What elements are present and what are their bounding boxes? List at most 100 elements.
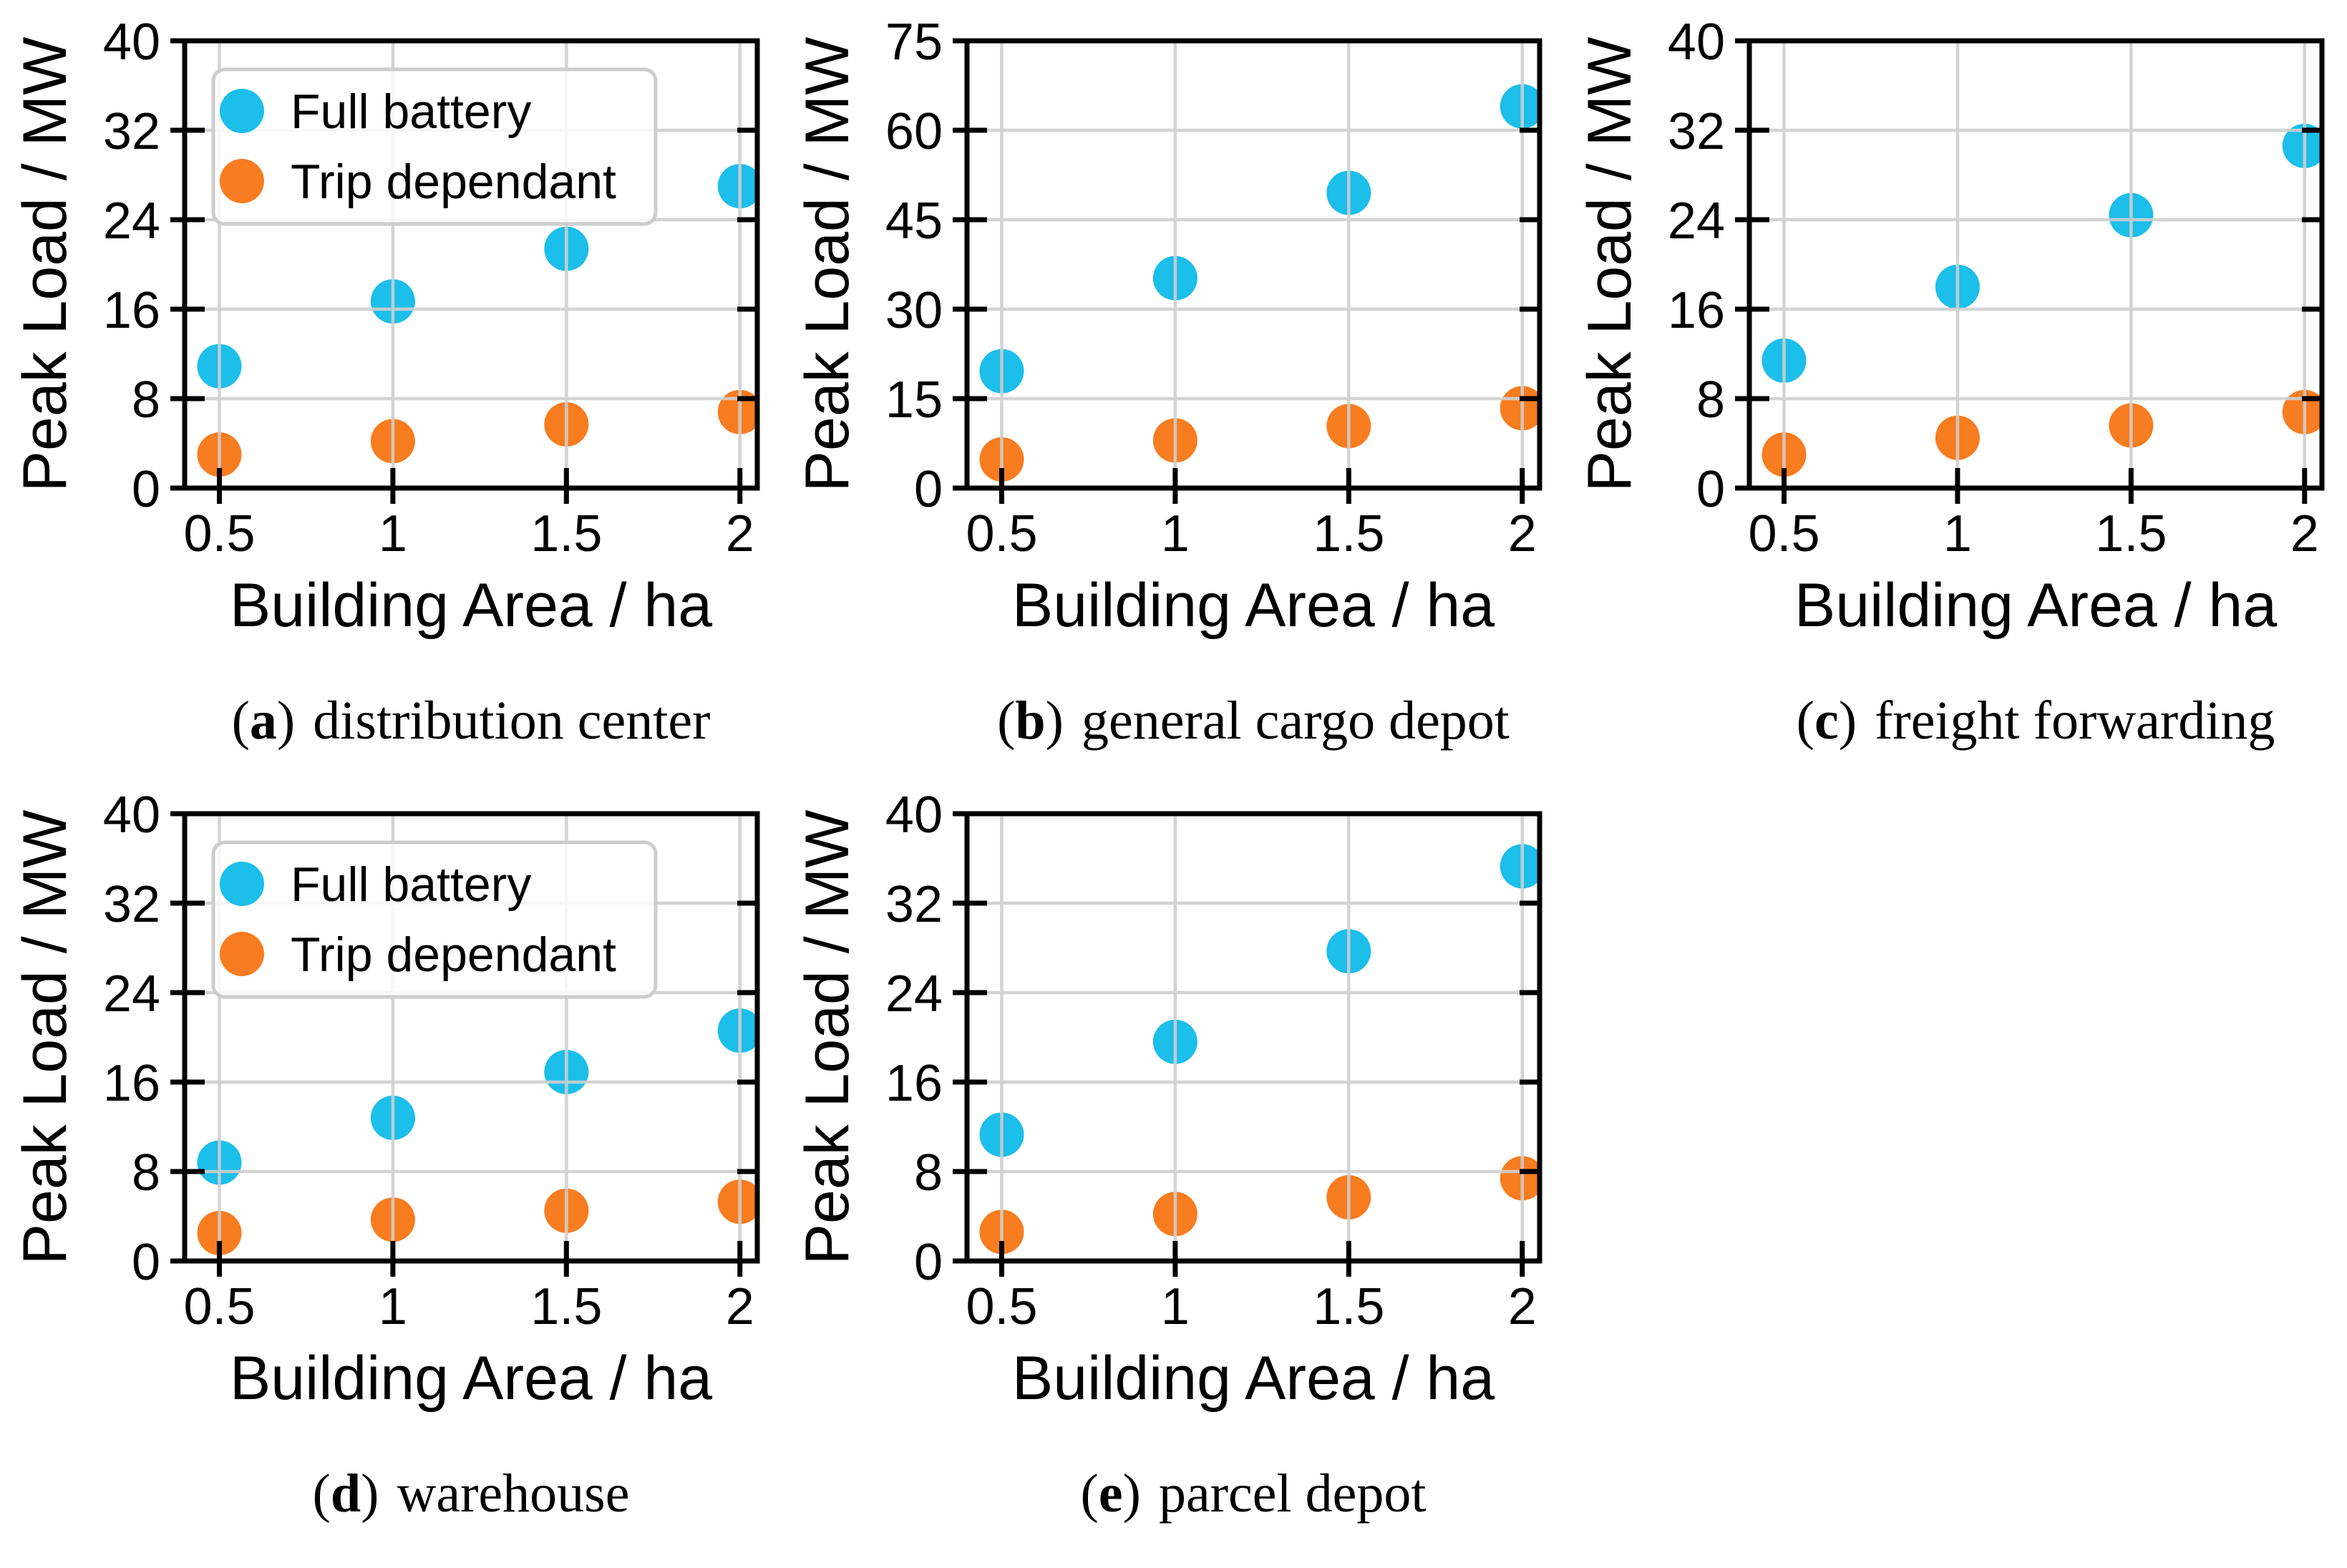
y-tick-label: 8	[914, 1144, 943, 1202]
x-axis-label: Building Area / ha	[1012, 1344, 1495, 1413]
y-tick-label: 0	[914, 461, 943, 518]
data-point-icon	[717, 1008, 757, 1053]
y-tick-label: 16	[1668, 282, 1725, 339]
y-axis-label: Peak Load / MW	[793, 810, 862, 1265]
y-tick-label: 15	[885, 371, 943, 429]
series-full-battery	[197, 1008, 757, 1185]
y-tick-label: 60	[885, 103, 943, 160]
caption-tag-a: (a)	[232, 690, 296, 752]
caption-tag-b: (b)	[997, 690, 1064, 752]
plot-frame	[182, 811, 760, 1264]
y-tick-label: 32	[885, 876, 943, 933]
caption-paren-open: (	[231, 690, 250, 751]
plot-frame	[182, 38, 760, 491]
data-point-icon	[717, 1179, 757, 1224]
data-points	[197, 1008, 757, 1255]
caption-paren-open: (	[997, 690, 1016, 751]
y-axis-label: Peak Load / MW	[11, 810, 79, 1265]
x-tick-label: 0.5	[966, 505, 1037, 563]
data-points	[979, 844, 1540, 1255]
caption-tag-d: (d)	[313, 1463, 379, 1525]
x-tick-label: 2	[726, 1278, 754, 1335]
caption-e: (e) parcel depot	[967, 1422, 1540, 1565]
legend-label: Full battery	[291, 84, 531, 139]
y-tick-label: 24	[885, 965, 943, 1023]
y-tick-label: 40	[885, 792, 943, 844]
y-tick-label: 24	[1668, 193, 1725, 250]
legend-box	[211, 67, 658, 226]
caption-letter-b: b	[1015, 690, 1046, 751]
legend-label: Trip dependant	[291, 155, 616, 209]
legend-marker-icon	[220, 159, 264, 203]
y-axis-label: Peak Load / MW	[1575, 37, 1644, 492]
x-axis-label: Building Area / ha	[1794, 571, 2277, 640]
tick-marks	[953, 38, 1540, 504]
caption-letter-c: c	[1814, 690, 1839, 751]
y-tick-label: 16	[103, 282, 160, 339]
y-tick-label: 32	[103, 876, 160, 933]
caption-title-b: general cargo depot	[1082, 690, 1510, 751]
y-axis-label: Peak Load / MW	[793, 37, 862, 492]
x-axis-label: Building Area / ha	[1012, 571, 1495, 640]
y-tick-label: 16	[103, 1055, 160, 1112]
y-tick-label: 30	[885, 282, 943, 339]
series-trip-dependant	[979, 386, 1540, 482]
x-tick-label: 0.5	[1748, 505, 1819, 563]
caption-c: (c) freight forwarding	[1749, 649, 2322, 792]
x-tick-label: 1.5	[2095, 505, 2167, 563]
tick-marks	[1735, 38, 2322, 504]
caption-paren-close: )	[361, 1463, 379, 1524]
data-point-icon	[717, 164, 757, 209]
caption-tag-e: (e)	[1081, 1463, 1141, 1525]
gridlines	[967, 39, 1540, 490]
x-tick-label: 1	[379, 1278, 407, 1335]
x-tick-label: 0.5	[183, 505, 255, 563]
data-points	[979, 84, 1540, 482]
data-point-icon	[1500, 844, 1540, 889]
plot-frame	[964, 38, 1542, 491]
y-tick-label: 45	[885, 193, 943, 250]
plot-frame	[1746, 38, 2325, 491]
data-point-icon	[1500, 84, 1540, 129]
caption-d: (d) warehouse	[185, 1422, 757, 1565]
y-tick-label: 40	[103, 19, 160, 71]
caption-paren-close: )	[1045, 690, 1064, 751]
x-tick-label: 1	[379, 505, 407, 563]
x-tick-label: 2	[2290, 505, 2319, 563]
y-tick-label: 40	[103, 792, 160, 844]
y-tick-label: 40	[1668, 19, 1725, 71]
x-tick-label: 2	[1508, 1278, 1537, 1335]
caption-letter-e: e	[1098, 1463, 1123, 1524]
x-tick-label: 2	[726, 505, 754, 563]
y-tick-label: 32	[103, 103, 160, 160]
x-tick-label: 0.5	[966, 1278, 1037, 1335]
series-full-battery	[197, 164, 757, 389]
series-trip-dependant	[1762, 389, 2322, 477]
x-tick-labels: 0.5 1 1.5 2	[966, 1278, 1536, 1335]
x-tick-label: 1.5	[1313, 1278, 1384, 1335]
y-tick-label: 0	[1696, 461, 1725, 518]
y-tick-label: 0	[914, 1234, 943, 1291]
caption-paren-open: (	[1796, 690, 1814, 751]
series-full-battery	[979, 844, 1540, 1157]
plot-frame	[964, 811, 1542, 1264]
y-tick-label: 8	[1696, 371, 1725, 429]
x-tick-label: 2	[1508, 505, 1537, 563]
caption-b: (b) general cargo depot	[967, 649, 1540, 792]
x-tick-label: 1	[1161, 1278, 1190, 1335]
legend-marker-icon	[220, 89, 264, 133]
